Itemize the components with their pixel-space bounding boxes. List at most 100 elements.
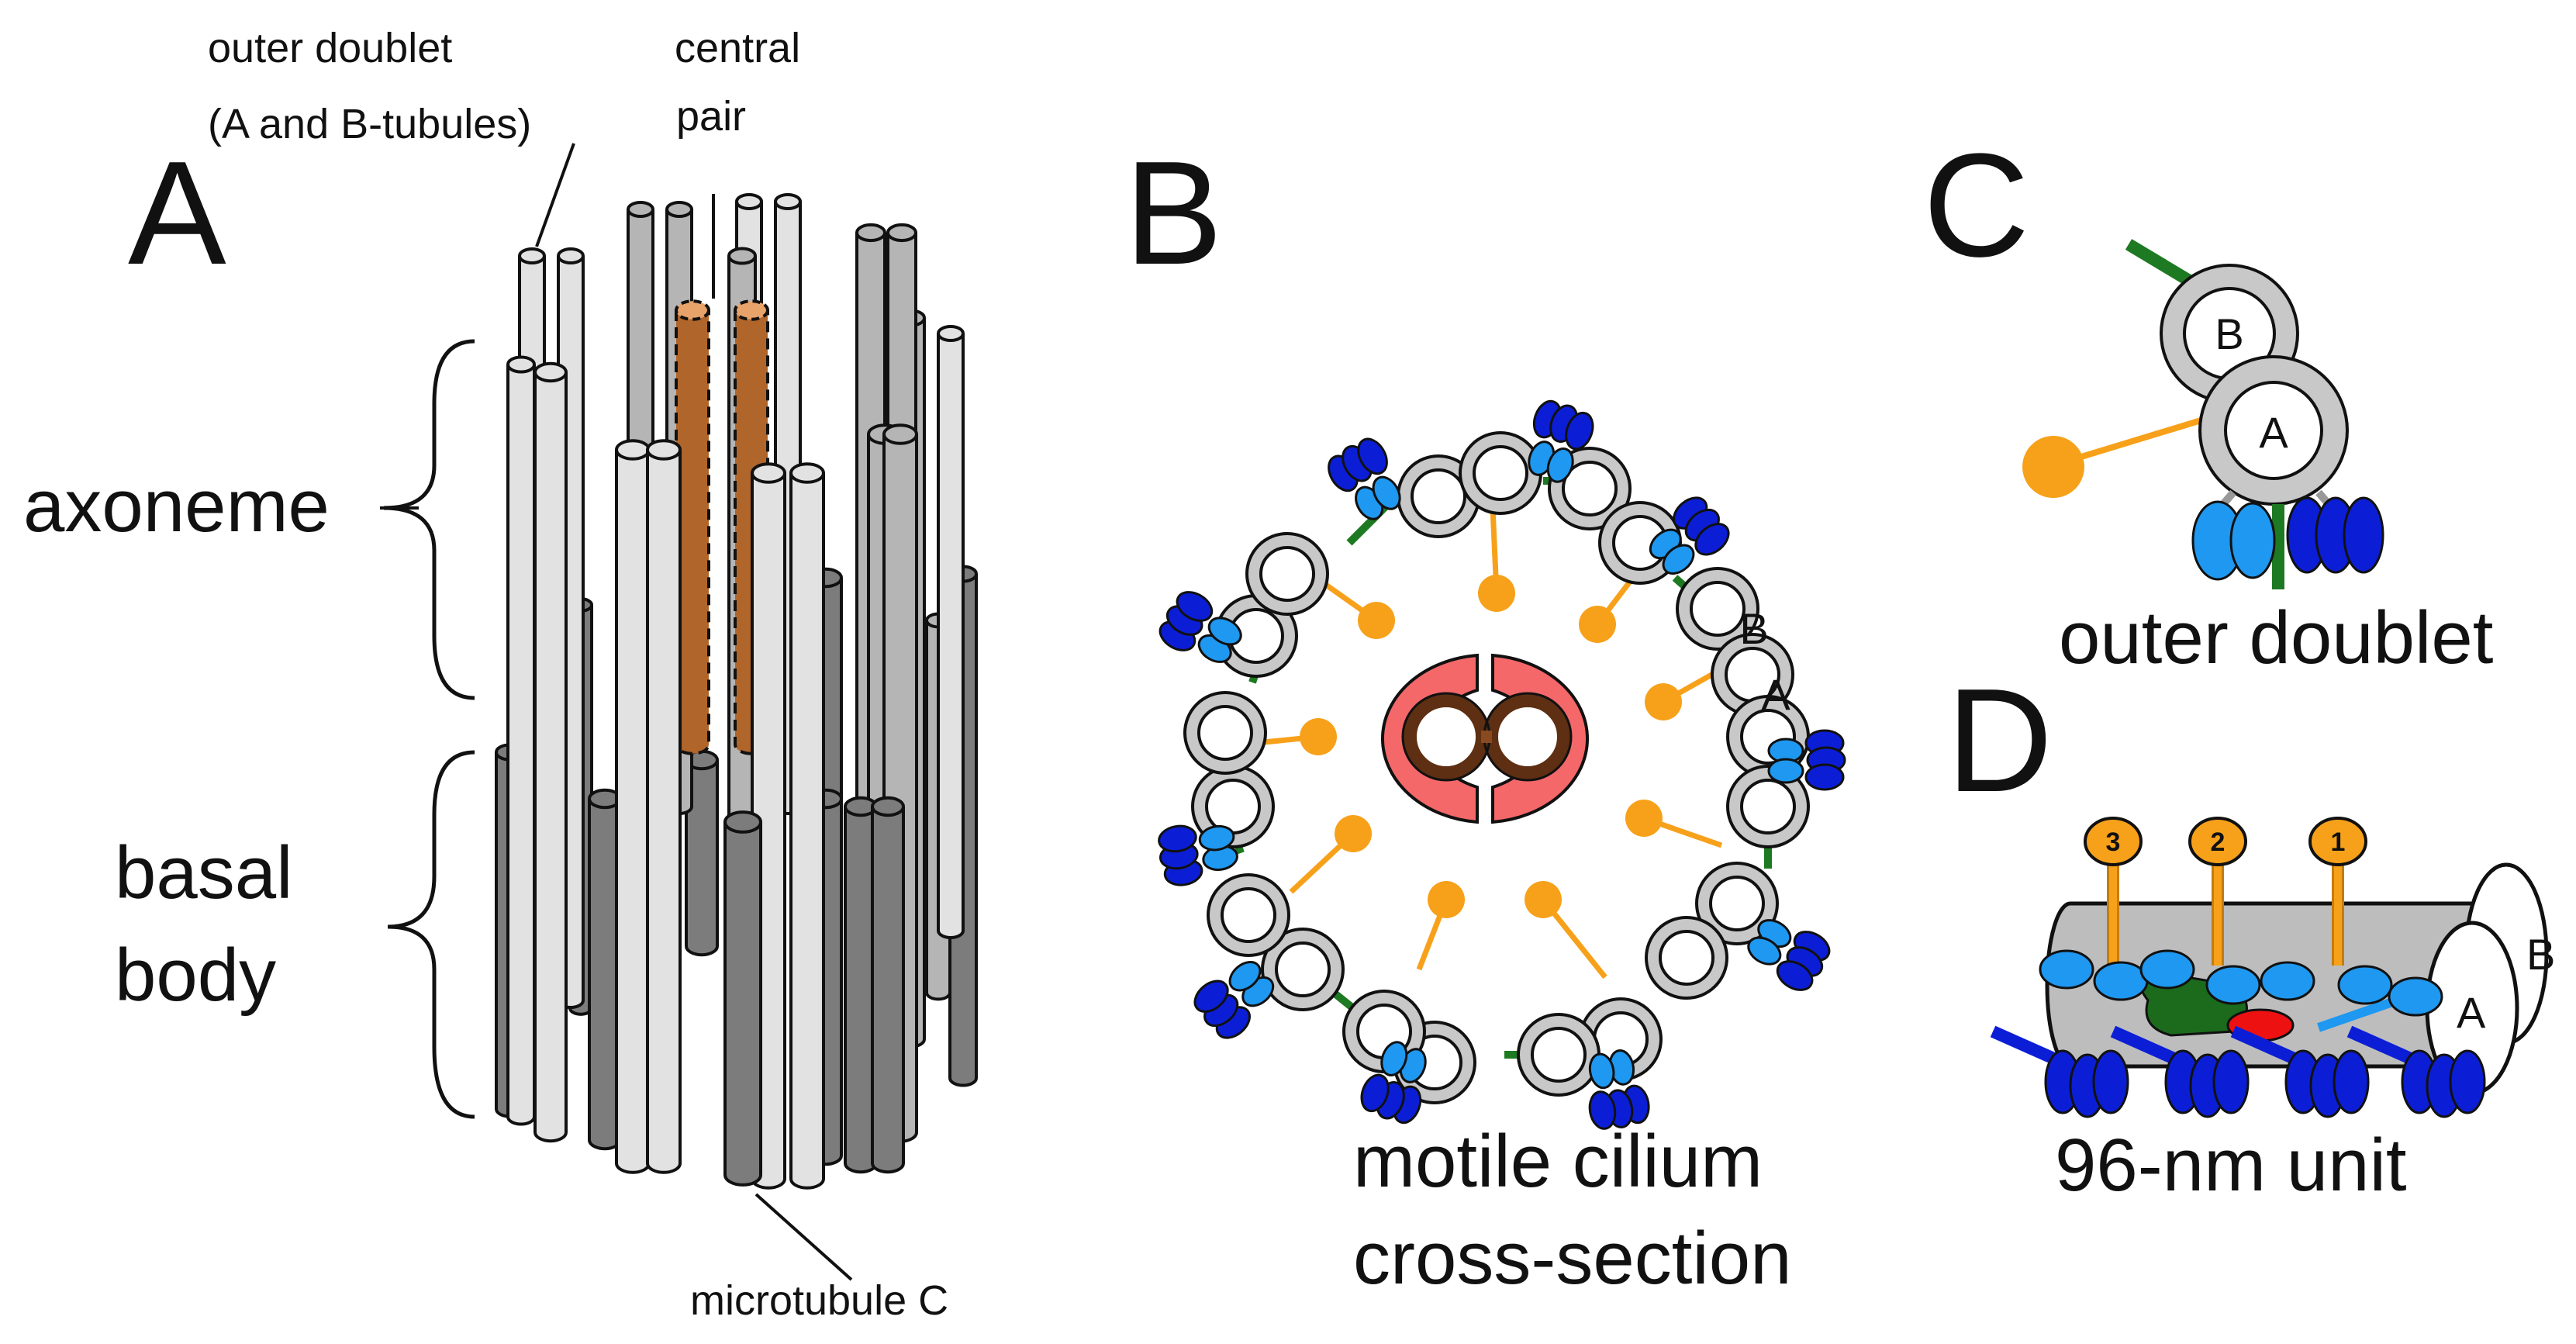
- outer-dynein-head: [1176, 591, 1214, 622]
- microtubule: [534, 361, 568, 1143]
- dynein-arm-pair: [1193, 960, 1275, 1039]
- spoke-number: 3: [2106, 827, 2121, 857]
- a-tubule-lumen: [1659, 930, 1714, 986]
- cylinder-body: [723, 822, 762, 1187]
- microtubule-cylinders: [495, 193, 978, 1190]
- cylinder-body: [534, 372, 568, 1143]
- cylinder-cap: [646, 439, 682, 461]
- radial-spoke-head: [1478, 575, 1515, 612]
- outer-dynein-head: [2343, 496, 2384, 574]
- inner-dynein-head: [2337, 965, 2393, 1005]
- outer-dynein-head: [1776, 960, 1814, 991]
- outer-doublet: [1676, 567, 1794, 717]
- outer-doublet: [1397, 431, 1542, 538]
- b-tubule-lumen: [1690, 581, 1746, 637]
- cylinder-cap: [774, 193, 802, 210]
- outer-doublet: [1517, 997, 1663, 1097]
- inner-dynein-arms: [2039, 949, 2443, 1017]
- a-tubule-lumen: [1740, 779, 1796, 834]
- cylinder-body: [506, 365, 536, 1126]
- central-microtubule-c1: [1403, 693, 1490, 780]
- inner-dynein-head: [2388, 976, 2443, 1017]
- a-tubule-lumen: [1221, 887, 1276, 943]
- radial-spoke-head: [1525, 881, 1562, 918]
- b-tubule-lumen: [1275, 941, 1331, 997]
- cross-section-caption-line1: motile cilium: [1353, 1120, 1763, 1203]
- cylinder-cap: [886, 223, 917, 243]
- radial-spoke-3: 3: [2084, 817, 2143, 966]
- cylinder-cap: [518, 247, 546, 264]
- inner-dynein-head: [1767, 758, 1804, 784]
- basal-body-label-line2: body: [115, 934, 276, 1017]
- d-a-tubule-letter: A: [2457, 988, 2486, 1037]
- d-b-tubule-letter: B: [2526, 930, 2555, 979]
- microtubule: [871, 796, 905, 1174]
- spoke-head: [2188, 817, 2247, 866]
- a-tubule-lumen: [1197, 705, 1253, 761]
- inner-dynein-head: [1372, 475, 1401, 510]
- panel-a-letter: A: [128, 131, 226, 295]
- microtubule: [615, 439, 651, 1174]
- radial-spoke-head: [1645, 683, 1682, 720]
- cylinder-cap: [871, 796, 905, 817]
- cylinder-cap: [534, 361, 568, 383]
- outer-doublet: [1548, 447, 1682, 585]
- cylinder-cap: [557, 247, 585, 264]
- outer-dynein-head: [2212, 1049, 2250, 1114]
- basal-body-label-line1: basal: [115, 831, 293, 914]
- cylinder-body: [871, 807, 905, 1174]
- dynein-arm-pair: [1159, 591, 1242, 663]
- spoke-head: [2084, 817, 2143, 866]
- inner-dynein-head: [1747, 936, 1782, 966]
- basal-body-bracket: [387, 750, 475, 1119]
- a-tubule-letter: A: [2259, 408, 2288, 457]
- axoneme-bracket: [383, 339, 475, 700]
- a-tubule-lumen: [2224, 381, 2323, 480]
- radial-spoke-head: [1428, 881, 1465, 918]
- outer-doublet-callout-line: [535, 143, 575, 247]
- microtubule: [789, 462, 825, 1190]
- panel-c: C B A outer doublet: [1923, 123, 2493, 679]
- cylinder-cap: [751, 462, 786, 484]
- inner-dynein-head: [1207, 617, 1242, 646]
- central-pair-label-line2: pair: [676, 93, 746, 140]
- b-tubule-lumen: [1205, 779, 1261, 834]
- panel-b: B BA motile cilium cross-section: [1124, 131, 1846, 1300]
- panel-c-letter: C: [1923, 123, 2029, 288]
- cylinder-cap: [937, 325, 965, 342]
- inner-dynein-head: [2229, 502, 2276, 579]
- central-microtubule-c2: [1484, 693, 1571, 780]
- inner-dynein-head: [2093, 961, 2149, 1001]
- spoke-number: 1: [2331, 827, 2346, 857]
- outer-doublet-caption: outer doublet: [2059, 596, 2493, 679]
- inner-dynein-head: [1198, 824, 1235, 852]
- outer-doublet: [1207, 873, 1345, 1011]
- a-tubule-lumen: [1259, 546, 1315, 602]
- inner-dynein-head: [2260, 961, 2315, 1001]
- dynein-arm-pair: [1528, 399, 1594, 483]
- cylinder-body: [615, 450, 651, 1174]
- dynein-arm-pair: [1747, 919, 1831, 991]
- outer-dynein-head: [1804, 763, 1845, 791]
- radial-spoke-1: 1: [2308, 817, 2367, 966]
- inner-dynein-head: [2139, 949, 2195, 990]
- microtubule-c-callout-line: [754, 1193, 853, 1281]
- cylinder-body: [937, 333, 965, 939]
- cylinder-body: [789, 473, 825, 1190]
- b-tubule-lumen: [1562, 461, 1618, 517]
- cylinder-cap: [727, 247, 757, 265]
- b-tubule-lumen: [1709, 876, 1765, 931]
- outer-dynein-arm: [2044, 1049, 2129, 1118]
- outer-doublet: [1645, 862, 1779, 1000]
- cross-section-diagram: BA: [1158, 399, 1846, 1130]
- a-tubule-lumen: [1473, 445, 1528, 501]
- cylinder-cap: [882, 423, 918, 445]
- outer-dynein-head: [1588, 1090, 1617, 1130]
- outer-dynein-head: [1360, 1073, 1390, 1113]
- spoke-number: 2: [2211, 827, 2226, 857]
- outer-dynein-arm: [2401, 1049, 2486, 1118]
- outer-dynein-arm: [2164, 1049, 2250, 1118]
- dynein-arm-pair: [1158, 824, 1238, 886]
- panel-d: D B A 3 2 1: [1946, 658, 2555, 1207]
